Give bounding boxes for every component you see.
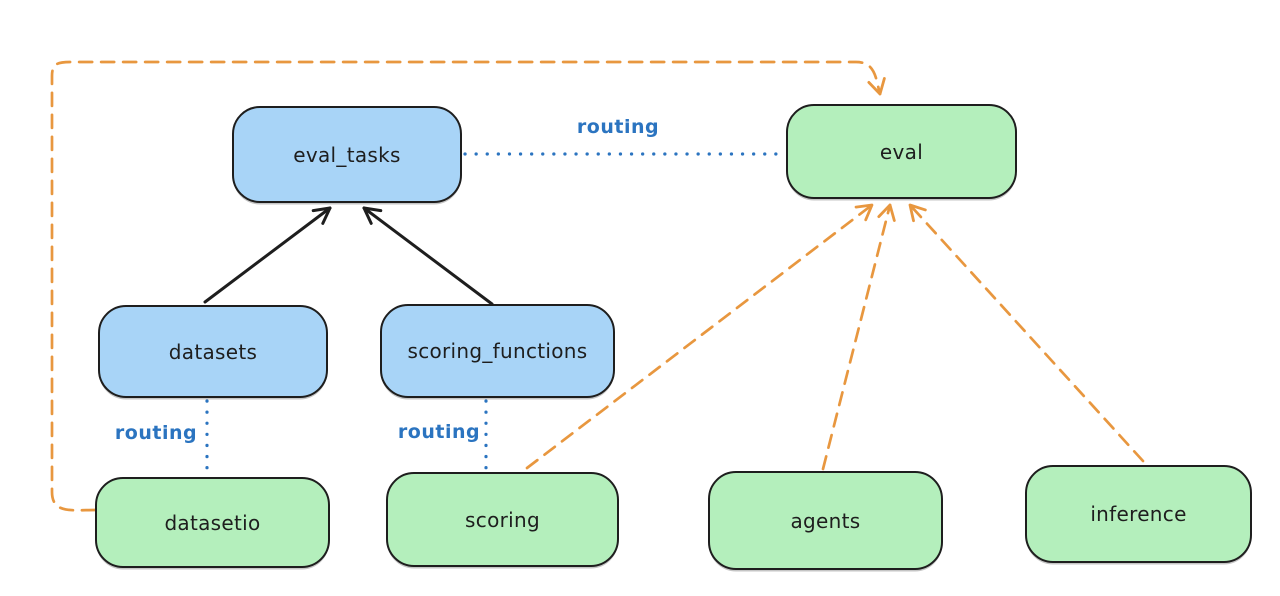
edge-datasetio-to-eval-dashed (50, 60, 886, 512)
node-scoring-functions-label: scoring_functions (407, 339, 588, 363)
edge-label-routing-datasets-datasetio: routing (114, 422, 198, 444)
edge-inference-to-eval-dashed (908, 203, 1145, 463)
node-agents-label: agents (790, 508, 861, 533)
edge-agents-to-eval-dashed (821, 203, 896, 471)
edge-scoring-to-eval-dashed (525, 203, 874, 470)
node-eval-tasks-label: eval_tasks (293, 142, 401, 167)
node-eval: eval (786, 104, 1017, 199)
node-eval-tasks: eval_tasks (232, 106, 462, 203)
node-datasets-label: datasets (168, 339, 258, 364)
node-inference: inference (1025, 465, 1252, 563)
node-inference-label: inference (1090, 502, 1187, 526)
node-datasetio-label: datasetio (164, 510, 261, 535)
node-scoring-label: scoring (465, 507, 540, 532)
node-datasetio: datasetio (95, 477, 330, 568)
node-datasets: datasets (98, 305, 328, 398)
edge-datasets-to-eval-tasks (203, 206, 332, 304)
edge-scoring-functions-to-eval-tasks (362, 206, 494, 306)
node-eval-label: eval (879, 139, 924, 164)
node-agents: agents (708, 471, 943, 570)
edge-label-routing-eval-tasks-eval: routing (576, 116, 660, 138)
edge-label-routing-scoring-functions-scoring: routing (397, 421, 481, 443)
node-scoring-functions: scoring_functions (380, 304, 615, 398)
node-scoring: scoring (386, 472, 619, 567)
